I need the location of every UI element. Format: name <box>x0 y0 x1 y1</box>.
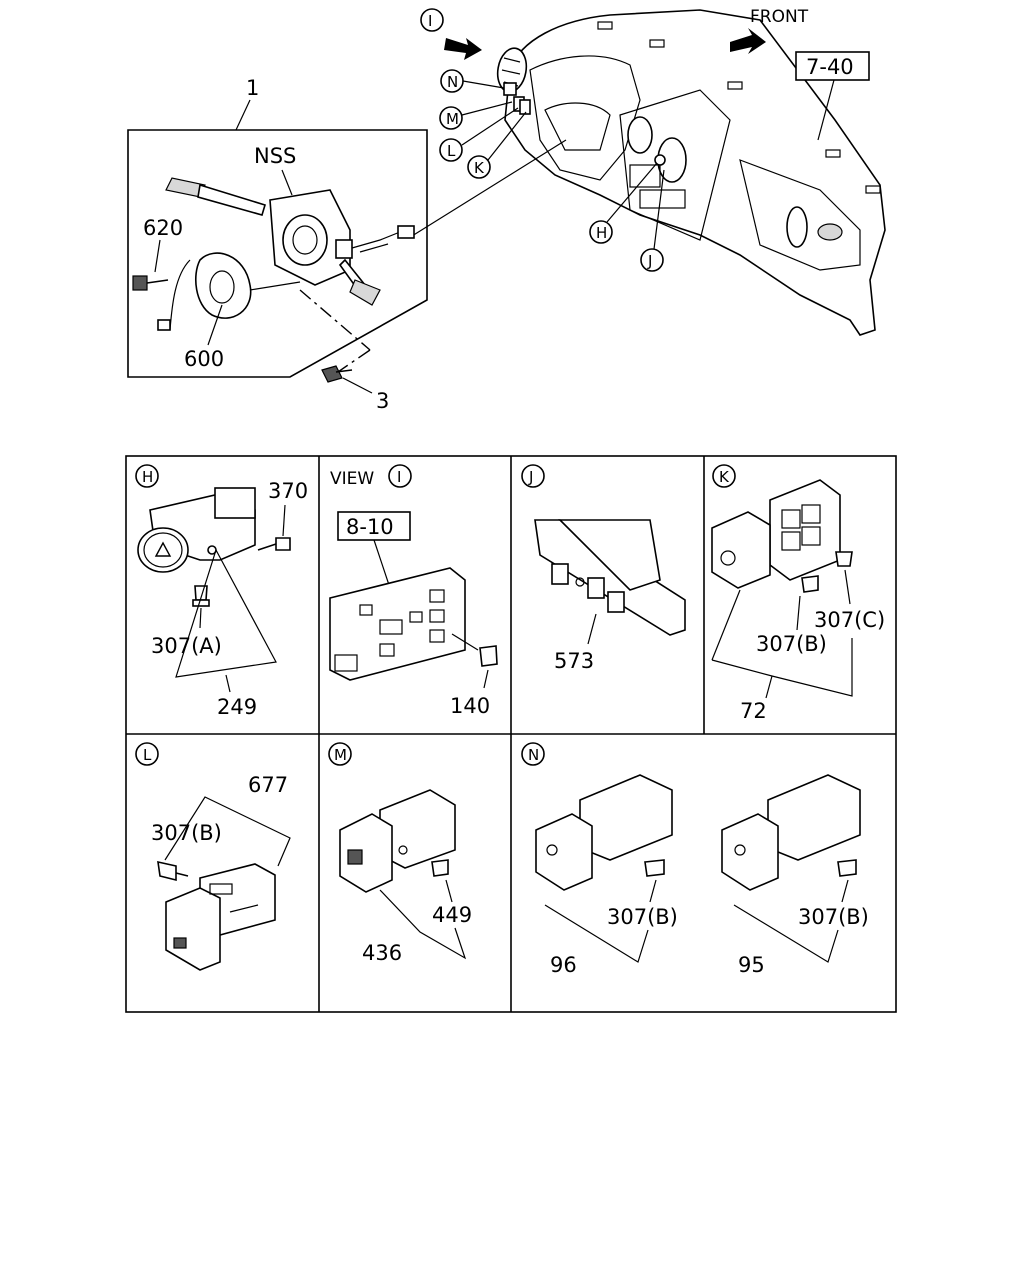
dashboard-callouts: N M L K H J <box>439 69 665 272</box>
view-i-arrow: I <box>420 8 482 60</box>
panel-n-part-a-label: 96 <box>550 953 577 977</box>
panel-h-letter: H <box>142 468 153 486</box>
panel-i-bulb-label: 140 <box>450 694 490 718</box>
callout-m: M <box>446 110 459 128</box>
panel-j: J 573 <box>521 464 686 673</box>
panel-n-part-b-label: 95 <box>738 953 765 977</box>
panel-h-part-label: 249 <box>217 695 257 719</box>
combination-switch-assembly: 1 NSS 620 600 <box>127 76 428 413</box>
detail-grid <box>125 455 897 1013</box>
panel-i-letter: I <box>397 468 401 486</box>
screw-label: 3 <box>376 389 389 413</box>
dashboard-assembly <box>496 9 886 336</box>
panel-n: N 307(B) 96 307(B) 95 <box>521 742 869 977</box>
clock-spring-label: 600 <box>184 347 224 371</box>
panel-n-clip-a-label: 307(B) <box>607 905 678 929</box>
front-label: FRONT <box>750 7 809 27</box>
panel-m: M 449 436 <box>328 742 472 965</box>
panel-view-i: VIEW I 8-10 140 <box>329 464 498 718</box>
panel-h-clip-label: 307(A) <box>151 634 222 658</box>
panel-k-clip-c-label: 307(C) <box>814 608 885 632</box>
callout-n: N <box>447 73 458 91</box>
panel-j-part-label: 573 <box>554 649 594 673</box>
callout-h: H <box>596 224 607 242</box>
panel-h: H 370 307(A) 249 <box>135 464 308 719</box>
panel-k-clip-b-label: 307(B) <box>756 632 827 656</box>
panel-m-letter: M <box>334 746 347 764</box>
panel-l: L 677 307(B) <box>135 742 291 971</box>
front-arrow: FRONT <box>730 7 809 54</box>
panel-l-part-label: 677 <box>248 773 288 797</box>
panel-h-screw-label: 370 <box>268 479 308 503</box>
panel-l-letter: L <box>143 746 152 764</box>
panel-k-letter: K <box>719 468 730 486</box>
callout-l: L <box>447 142 456 160</box>
panel-i-ref-label: 8-10 <box>346 515 394 539</box>
assembly-number: 1 <box>246 76 259 100</box>
callout-k: K <box>474 159 485 177</box>
panel-n-letter: N <box>528 746 539 764</box>
panel-k: K 307(C) 307(B) 72 <box>711 464 885 723</box>
callout-j: J <box>647 252 652 270</box>
callout-i: I <box>428 12 432 30</box>
ref-box-7-40: 7-40 <box>795 51 870 141</box>
bolt-label: 620 <box>143 216 183 240</box>
callout-i-circle <box>420 8 444 32</box>
panel-k-part-label: 72 <box>740 699 767 723</box>
panel-m-part-label: 436 <box>362 941 402 965</box>
panel-m-clip-label: 449 <box>432 903 472 927</box>
ref-7-40-label: 7-40 <box>806 55 854 79</box>
panel-j-letter: J <box>528 468 533 486</box>
panel-l-clip-label: 307(B) <box>151 821 222 845</box>
nss-label: NSS <box>254 144 296 168</box>
panel-n-clip-b-label: 307(B) <box>798 905 869 929</box>
panel-i-view-label: VIEW <box>330 469 374 489</box>
